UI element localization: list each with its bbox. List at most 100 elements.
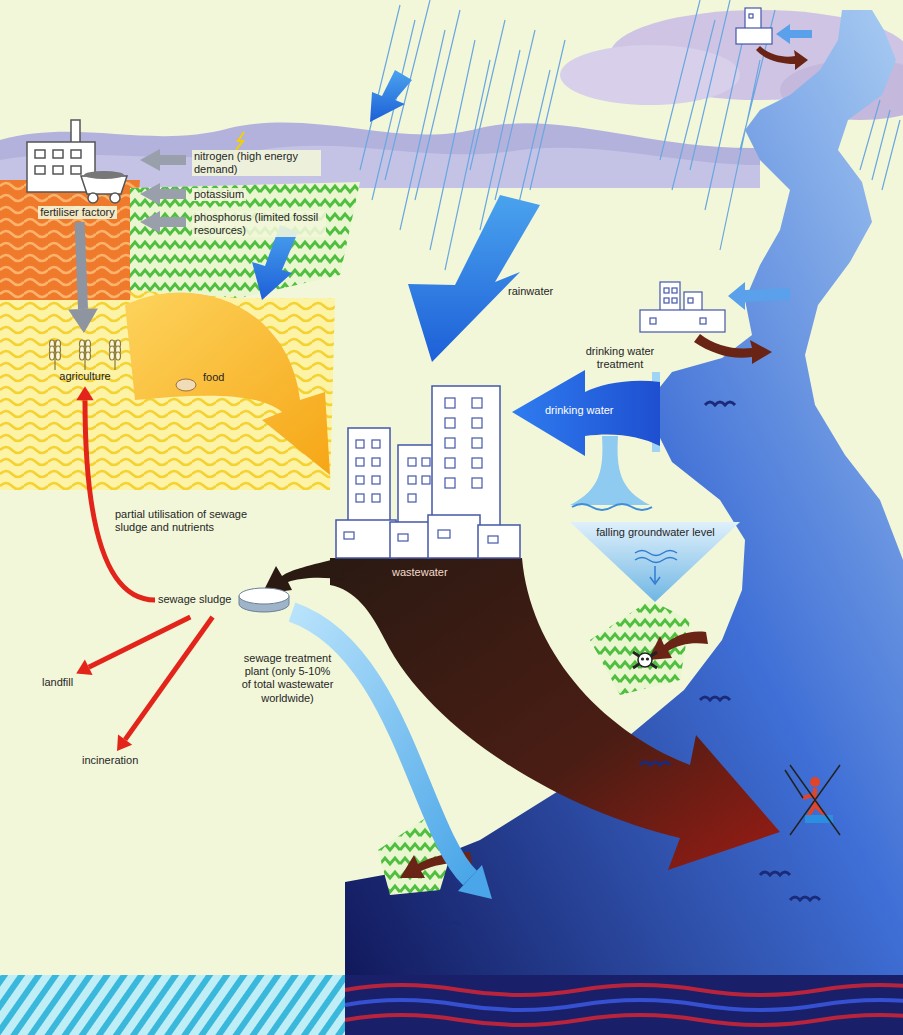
flow-label: wastewater bbox=[392, 566, 448, 579]
arrow-head bbox=[117, 735, 132, 751]
clouds-part bbox=[560, 45, 740, 105]
bread-icon bbox=[176, 379, 196, 391]
yellow-field bbox=[0, 284, 335, 490]
flow-label: rainwater bbox=[508, 285, 553, 298]
city-windows-part bbox=[422, 458, 430, 466]
arrow-line bbox=[89, 617, 191, 667]
city-windows-part bbox=[445, 458, 455, 468]
city-windows-part bbox=[408, 458, 416, 466]
city-windows-part bbox=[445, 418, 455, 428]
factory-icon-part bbox=[110, 193, 120, 203]
fish-waves-part bbox=[705, 402, 735, 405]
runoff-arrow bbox=[648, 632, 708, 660]
skull-symbol bbox=[633, 652, 657, 668]
treated-water-head bbox=[458, 865, 492, 899]
fish-waves-part bbox=[700, 697, 730, 700]
no-fishing-symbol-part bbox=[790, 765, 840, 835]
fish-waves-part bbox=[430, 922, 460, 925]
city-windows-part bbox=[398, 534, 408, 541]
arrow-head bbox=[76, 386, 93, 400]
town bbox=[640, 8, 772, 332]
no-fishing-symbol-part bbox=[810, 777, 820, 787]
town-part bbox=[664, 298, 669, 303]
city-windows-part bbox=[344, 532, 354, 539]
nutrient-arrows-part bbox=[140, 211, 186, 233]
sewage-treatment-plant: sewage sludge bbox=[158, 586, 291, 614]
flow-label: drinking water bbox=[545, 404, 613, 417]
town-part bbox=[736, 28, 772, 44]
disc-icon-part bbox=[237, 586, 291, 614]
treated-water-arrow bbox=[292, 612, 470, 878]
well-stem bbox=[570, 436, 650, 505]
town-part bbox=[688, 298, 693, 303]
sea-stripes bbox=[0, 975, 345, 1035]
no-fishing-symbol-part bbox=[803, 788, 825, 818]
rain-arrows-part bbox=[408, 195, 540, 362]
flow-arrow bbox=[76, 617, 190, 675]
factory-icon-part bbox=[53, 150, 63, 158]
city-windows-part bbox=[472, 398, 482, 408]
city-windows-part bbox=[445, 438, 455, 448]
falling-arrow bbox=[650, 566, 660, 584]
factory-icon-part bbox=[71, 166, 81, 174]
factory-icon-part bbox=[71, 150, 81, 158]
city-windows bbox=[344, 398, 498, 543]
arrow-line bbox=[80, 222, 83, 309]
groundwater-triangle bbox=[570, 522, 740, 602]
town-part bbox=[640, 310, 725, 332]
rain-arrows-part bbox=[370, 70, 412, 122]
no-fishing-symbol-part bbox=[785, 770, 803, 798]
skull-symbol-part bbox=[641, 657, 644, 660]
city-windows-part bbox=[356, 440, 364, 448]
skull-symbol-part bbox=[638, 653, 652, 667]
flow-arrow bbox=[68, 222, 98, 333]
edge-label: partial utilisation of sewage sludge and… bbox=[115, 508, 255, 534]
arrow-head bbox=[76, 659, 92, 675]
river-bed-lines bbox=[345, 985, 903, 1025]
town-part bbox=[749, 14, 753, 18]
factory-icon-part bbox=[88, 193, 98, 203]
fish-waves-part bbox=[790, 897, 820, 900]
nutrient-label: phosphorus (limited fossil resources) bbox=[192, 211, 326, 237]
polluted-field bbox=[590, 600, 690, 695]
town-part bbox=[672, 298, 677, 303]
nutrient-arrows-part bbox=[140, 183, 186, 205]
well-water bbox=[572, 504, 652, 510]
city-windows-part bbox=[372, 494, 380, 502]
city-windows-part bbox=[472, 438, 482, 448]
factory-icon-part bbox=[53, 166, 63, 174]
nutrient-label: nitrogen (high energy demand) bbox=[192, 150, 321, 176]
nutrient-label: potassium bbox=[192, 188, 246, 201]
skull-symbol-part bbox=[646, 657, 649, 660]
city-part bbox=[336, 520, 396, 558]
wheat-icon-part bbox=[40, 336, 130, 370]
fish-waves bbox=[430, 402, 820, 925]
town-part bbox=[664, 288, 669, 293]
outfall-arrow bbox=[756, 46, 808, 70]
wheat-icon-part bbox=[116, 352, 121, 360]
disc-icon bbox=[237, 586, 291, 614]
city-windows-part bbox=[408, 476, 416, 484]
city-part bbox=[478, 525, 520, 558]
bread-icon-part bbox=[176, 379, 196, 391]
factory-icon-part bbox=[35, 150, 45, 158]
arrow-line bbox=[125, 617, 212, 740]
wheat-icon-part bbox=[80, 352, 85, 360]
node-label: agriculture bbox=[35, 370, 135, 383]
no-fishing-symbol bbox=[785, 765, 840, 835]
incineration-target: incineration bbox=[82, 754, 138, 767]
city-windows-part bbox=[472, 478, 482, 488]
node-label: incineration bbox=[82, 754, 138, 767]
town-part bbox=[650, 318, 656, 324]
process-label: drinking water treatment bbox=[570, 345, 670, 371]
green-field bbox=[130, 182, 360, 298]
factory-icon bbox=[15, 118, 140, 206]
city-windows-part bbox=[356, 494, 364, 502]
fish-waves-part bbox=[760, 872, 790, 875]
intake-arrow bbox=[776, 24, 812, 44]
flow-label: food bbox=[203, 371, 224, 384]
mountains bbox=[0, 122, 760, 188]
city bbox=[336, 386, 520, 558]
city-windows-part bbox=[408, 494, 416, 502]
